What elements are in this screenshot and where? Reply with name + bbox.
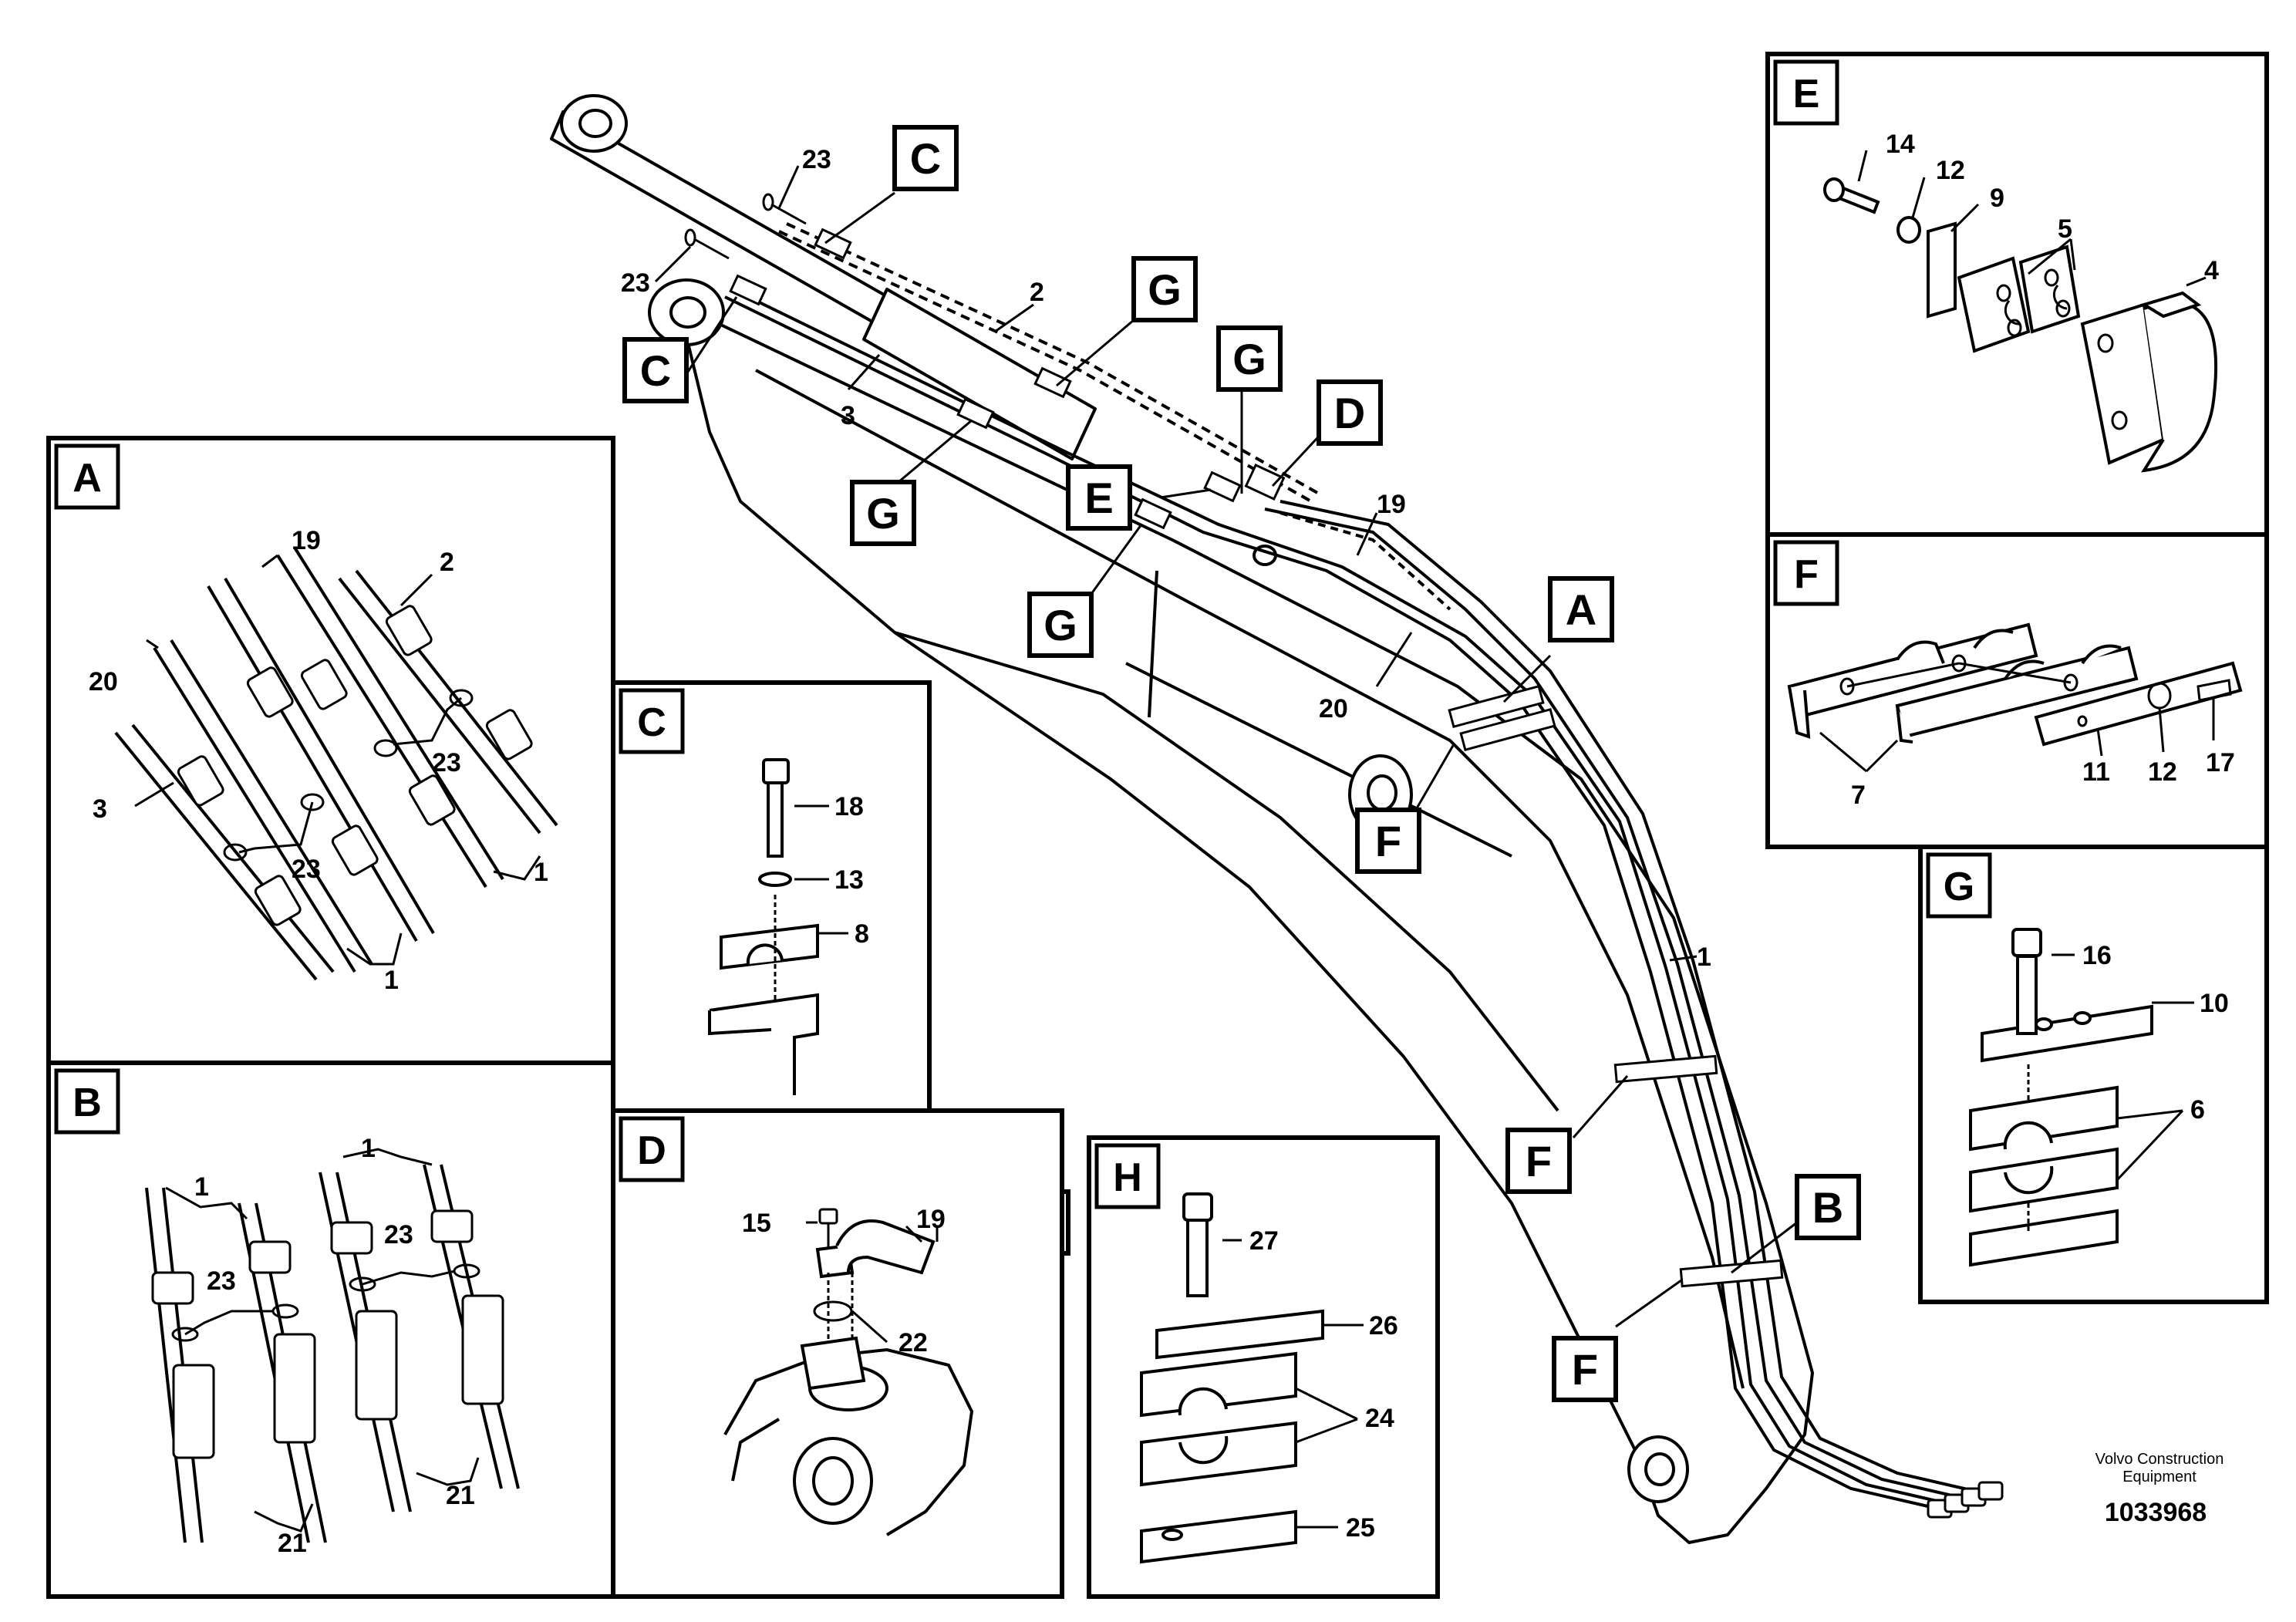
callout-box-f-top: F [1355, 808, 1421, 874]
callout-box-g-top: G [1131, 256, 1198, 322]
svg-text:12: 12 [2148, 757, 2177, 787]
panel-f-letter: F [1794, 552, 1819, 597]
svg-text:10: 10 [2200, 989, 2229, 1018]
svg-text:25: 25 [1346, 1513, 1375, 1543]
svg-text:9: 9 [1990, 184, 2004, 213]
panel-c-letter: C [637, 700, 666, 745]
callout-box-c-left: C [622, 337, 689, 403]
panel-g: G 16 10 6 [1918, 845, 2269, 1304]
svg-text:18: 18 [834, 792, 864, 821]
callout-box-e: E [1066, 464, 1132, 531]
svg-text:5: 5 [2058, 214, 2072, 244]
panel-h: H 27 26 24 25 [1087, 1135, 1440, 1599]
callout-box-d: D [1317, 379, 1383, 446]
svg-text:26: 26 [1369, 1311, 1398, 1340]
svg-text:6: 6 [2190, 1095, 2205, 1125]
svg-text:2: 2 [440, 548, 454, 577]
svg-text:D: D [1334, 389, 1365, 437]
svg-text:1: 1 [361, 1134, 376, 1163]
svg-text:3: 3 [93, 794, 107, 824]
svg-text:27: 27 [1249, 1226, 1279, 1256]
callout-box-g-low: G [1027, 592, 1094, 658]
panel-a-letter: A [72, 456, 102, 501]
callout-box-g-mid: G [1216, 325, 1283, 392]
svg-text:22: 22 [899, 1328, 928, 1357]
boom-assembly [550, 94, 1814, 1544]
svg-text:G: G [866, 489, 900, 538]
main-label-20: 20 [1319, 694, 1348, 723]
svg-text:G: G [1043, 601, 1077, 649]
panel-d-letter: D [637, 1128, 666, 1173]
panel-h-letter: H [1113, 1155, 1142, 1200]
panel-e-letter: E [1793, 72, 1820, 116]
svg-text:G: G [1148, 265, 1182, 314]
svg-text:G: G [1232, 335, 1266, 383]
svg-text:C: C [910, 134, 941, 183]
callout-box-f-mid: F [1505, 1128, 1572, 1194]
svg-text:1: 1 [534, 858, 548, 887]
svg-text:16: 16 [2082, 941, 2112, 970]
panel-c: C 18 13 8 [611, 680, 932, 1113]
main-label-19: 19 [1377, 490, 1406, 519]
svg-text:19: 19 [292, 526, 321, 555]
svg-text:1: 1 [194, 1172, 209, 1202]
main-label-1: 1 [1697, 943, 1711, 972]
svg-text:19: 19 [916, 1205, 946, 1234]
svg-text:12: 12 [1936, 156, 1965, 185]
svg-text:7: 7 [1851, 781, 1866, 810]
svg-text:F: F [1526, 1137, 1552, 1185]
svg-text:21: 21 [446, 1481, 475, 1510]
svg-text:20: 20 [89, 667, 118, 696]
main-label-2: 2 [1030, 278, 1044, 307]
panel-d: D 15 19 22 [611, 1108, 1064, 1599]
main-label-3: 3 [841, 401, 855, 430]
callout-box-c-top: C [892, 125, 959, 191]
panel-b-letter: B [72, 1081, 102, 1125]
svg-text:11: 11 [2082, 757, 2110, 787]
svg-text:21: 21 [278, 1529, 307, 1558]
svg-text:14: 14 [1886, 130, 1915, 159]
svg-text:F: F [1375, 817, 1401, 865]
svg-text:8: 8 [855, 919, 869, 949]
svg-text:1: 1 [384, 966, 399, 995]
boom-clamps [729, 228, 1784, 1288]
svg-text:C: C [640, 346, 671, 395]
svg-text:23: 23 [384, 1220, 413, 1249]
callout-leaders [654, 165, 1798, 1328]
svg-text:23: 23 [207, 1266, 236, 1296]
hose-bundle [724, 222, 1998, 1513]
svg-text:4: 4 [2204, 256, 2219, 285]
svg-text:A: A [1566, 585, 1596, 634]
credit-line-2: Equipment [2122, 1469, 2197, 1485]
panel-g-letter: G [1944, 865, 1974, 909]
main-label-23-left: 23 [621, 268, 650, 298]
panel-f: F 7 11 12 [1765, 532, 2269, 849]
svg-text:17: 17 [2206, 748, 2235, 777]
panel-b: B 1 1 [46, 1061, 615, 1599]
hose-end-fittings [1927, 1481, 2004, 1519]
svg-text:23: 23 [292, 855, 321, 884]
svg-text:24: 24 [1365, 1404, 1394, 1433]
svg-text:E: E [1084, 474, 1113, 522]
callout-box-b: B [1795, 1174, 1861, 1240]
svg-text:F: F [1572, 1345, 1598, 1394]
credit-line-1: Volvo Construction [2095, 1451, 2224, 1468]
svg-text:B: B [1812, 1183, 1843, 1232]
svg-text:13: 13 [834, 865, 864, 895]
svg-text:15: 15 [742, 1209, 771, 1238]
main-label-23-top: 23 [802, 145, 831, 174]
callout-box-g-left: G [850, 480, 916, 546]
panel-e: E 14 12 [1765, 52, 2269, 537]
document-number: 1033968 [2105, 1498, 2207, 1527]
panel-a: A [46, 436, 615, 1065]
bolt-23-parts [684, 193, 807, 260]
svg-text:23: 23 [432, 748, 461, 777]
callout-box-a: A [1548, 576, 1614, 642]
callout-box-f-low: F [1552, 1336, 1618, 1402]
